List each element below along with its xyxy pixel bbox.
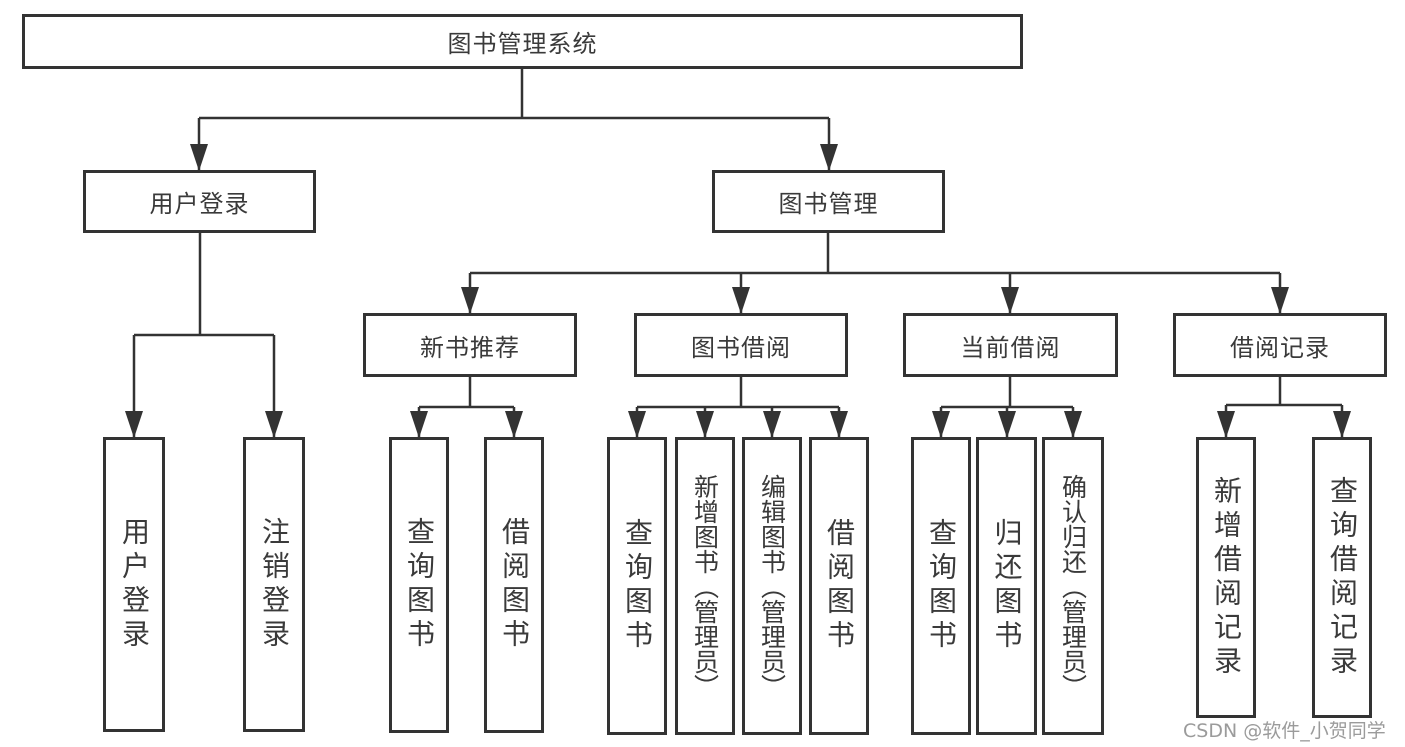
node-root-system: 图书管理系统	[22, 14, 1023, 69]
node-new-book-recommend: 新书推荐	[363, 313, 577, 377]
node-label: 图书管理系统	[447, 30, 598, 58]
node-label: 注销登录	[258, 516, 291, 653]
connector-current-borrow-trunk	[941, 377, 1073, 409]
node-label: 归还图书	[990, 518, 1024, 654]
leaf-logout: 注销登录	[243, 437, 305, 732]
node-label: 当前借阅	[960, 333, 1061, 362]
node-user-login: 用户登录	[83, 170, 316, 233]
node-book-borrowing: 图书借阅	[634, 313, 848, 377]
node-label: 查询借阅记录	[1326, 475, 1359, 680]
leaf-confirm-return-admin: 确认归还（管理员）	[1042, 437, 1104, 735]
connector-book-mgmt-trunk	[470, 233, 1280, 275]
leaf-add-book-admin: 新增图书（管理员）	[675, 437, 735, 735]
csdn-watermark: CSDN @软件_小贺同学	[1183, 720, 1386, 742]
node-label: 借阅记录	[1230, 333, 1330, 362]
node-label: 确认归还（管理员）	[1058, 473, 1088, 699]
connector-new-book-trunk	[419, 377, 514, 409]
node-label: 查询图书	[925, 518, 958, 654]
node-label: 图书管理	[778, 190, 879, 218]
leaf-edit-book-admin: 编辑图书（管理员）	[742, 437, 802, 735]
node-label: 借阅图书	[498, 517, 531, 653]
node-current-borrowing: 当前借阅	[903, 313, 1118, 377]
node-label: 借阅图书	[823, 518, 856, 654]
connector-root-trunk	[199, 69, 829, 120]
leaf-borrow-books-recommend: 借阅图书	[484, 437, 544, 733]
node-label: 图书借阅	[691, 333, 791, 362]
leaf-query-books-current: 查询图书	[911, 437, 971, 735]
node-label: 查询图书	[403, 517, 436, 653]
leaf-user-login: 用户登录	[103, 437, 165, 732]
connector-borrow-records-trunk	[1226, 377, 1342, 407]
node-borrowing-records: 借阅记录	[1173, 313, 1387, 377]
leaf-query-books-recommend: 查询图书	[389, 437, 449, 733]
leaf-add-borrow-record: 新增借阅记录	[1196, 437, 1256, 718]
node-label: 新增图书（管理员）	[690, 473, 720, 699]
connector-book-borrow-trunk	[637, 377, 839, 409]
node-label: 查询图书	[621, 518, 654, 654]
leaf-borrow-books-borrowing: 借阅图书	[809, 437, 869, 735]
node-label: 用户登录	[149, 190, 250, 218]
node-label: 新增借阅记录	[1210, 475, 1243, 680]
leaf-return-book: 归还图书	[976, 437, 1037, 735]
node-label: 编辑图书（管理员）	[757, 473, 787, 699]
leaf-query-books-borrowing: 查询图书	[607, 437, 667, 735]
node-label: 新书推荐	[420, 333, 520, 362]
connector-user-login-trunk	[134, 233, 274, 337]
node-label: 用户登录	[118, 516, 151, 653]
node-book-management: 图书管理	[712, 170, 945, 233]
leaf-query-borrow-record: 查询借阅记录	[1312, 437, 1372, 718]
